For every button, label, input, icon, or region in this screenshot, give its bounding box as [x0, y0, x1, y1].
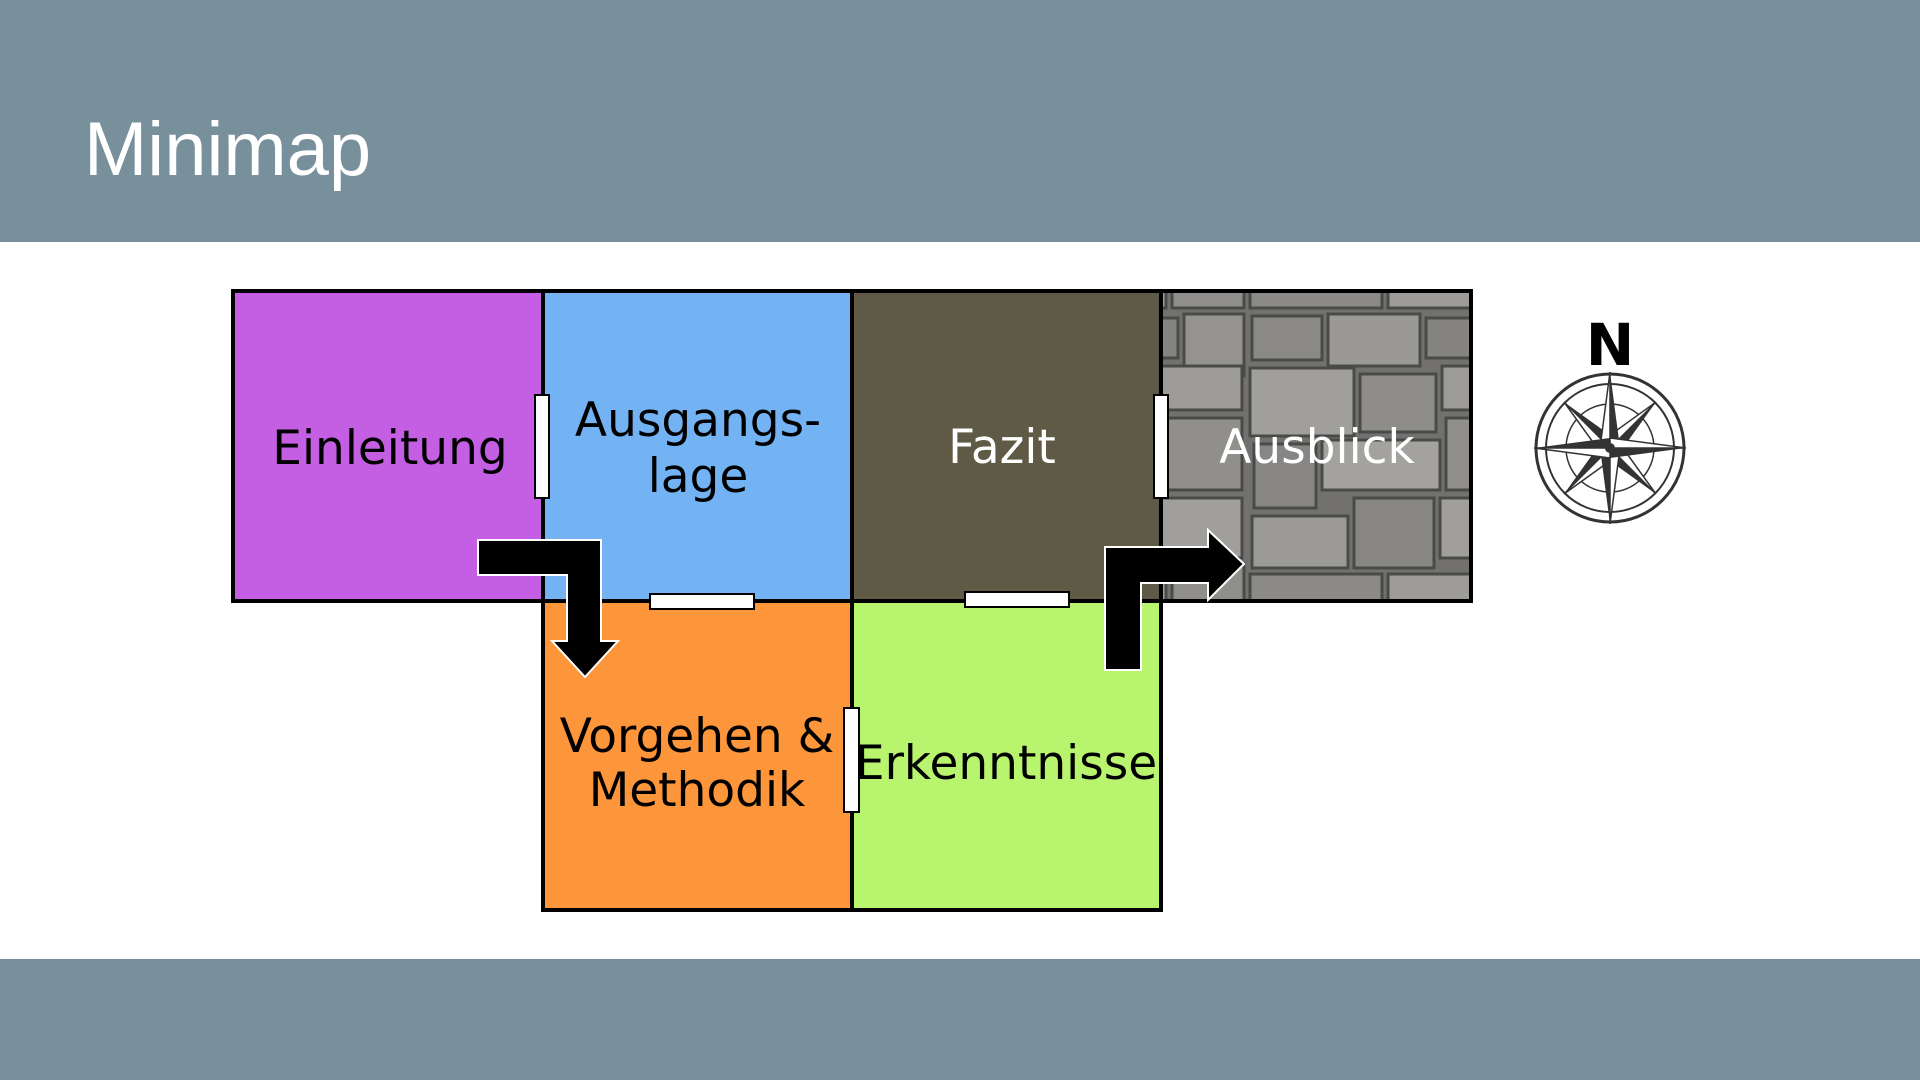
room-label-erkenntnisse: Erkenntnisse	[855, 736, 1157, 791]
door-einleitung-ausgangslage	[534, 394, 550, 499]
compass-rose-icon: N	[1533, 311, 1687, 525]
room-label-ausblick: Ausblick	[1219, 420, 1415, 475]
room-label-ausgangslage-line1: Ausgangs-	[575, 393, 821, 448]
footer-band	[0, 959, 1920, 1080]
arrow-right-down-icon	[477, 539, 621, 679]
door-fazit-ausblick	[1153, 394, 1169, 499]
door-fazit-erkenntnisse	[964, 591, 1070, 608]
header-band	[0, 0, 1920, 242]
door-vorgehen-erkenntnisse	[843, 707, 860, 813]
room-label-ausgangslage-line2: lage	[648, 449, 749, 504]
arrow-up-right-icon	[1104, 527, 1246, 671]
room-label-vorgehen-line1: Vorgehen &	[560, 709, 835, 764]
room-label-fazit: Fazit	[948, 420, 1056, 475]
compass-north-label: N	[1586, 311, 1635, 379]
room-label-vorgehen-line2: Methodik	[589, 763, 806, 818]
room-label-einleitung: Einleitung	[272, 421, 507, 476]
doors	[534, 394, 1169, 813]
slide-title: Minimap	[84, 107, 372, 192]
door-ausgangslage-vorgehen	[649, 593, 755, 610]
